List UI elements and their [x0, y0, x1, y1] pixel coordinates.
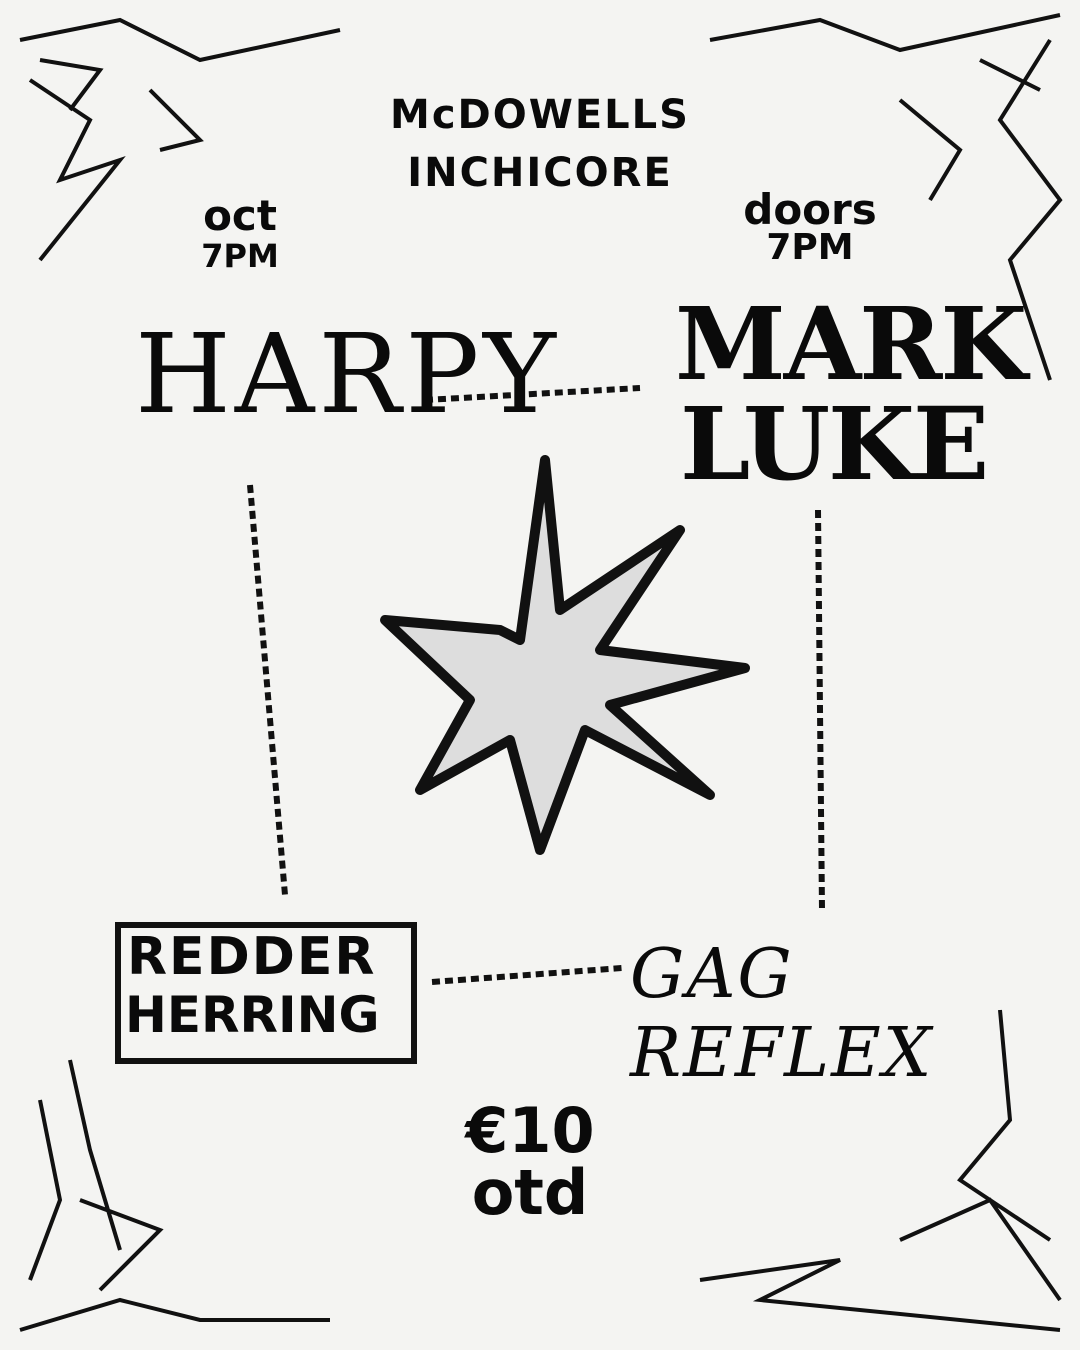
- chain-links: [247, 385, 825, 985]
- star-drawing: [380, 455, 750, 855]
- date-time: 7PM: [201, 237, 279, 275]
- band-redder: REDDER: [127, 927, 377, 987]
- price: €10: [465, 1094, 595, 1167]
- band-gag-reflex: GAG REFLEX: [630, 935, 934, 1093]
- price-note: otd: [471, 1156, 589, 1229]
- band-red-herring-box: REDDER HERRING: [115, 922, 417, 1064]
- corner-scribble-top-left: [19, 17, 341, 262]
- date-month: oct: [203, 191, 277, 240]
- corner-scribble-bottom-right: [699, 1009, 1062, 1332]
- venue-location: INCHICORE: [407, 150, 673, 196]
- doors-label: doors: [743, 185, 877, 234]
- band-mark: MARK: [675, 285, 1027, 403]
- band-herring: HERRING: [125, 986, 380, 1044]
- band-harpy: HARPY: [135, 310, 560, 438]
- band-luke: LUKE: [680, 385, 989, 503]
- doors-time: 7PM: [766, 227, 854, 268]
- venue-name: McDOWELLS: [390, 92, 690, 138]
- corner-scribble-bottom-left: [19, 1059, 330, 1332]
- corner-scribble-top-right: [709, 13, 1063, 381]
